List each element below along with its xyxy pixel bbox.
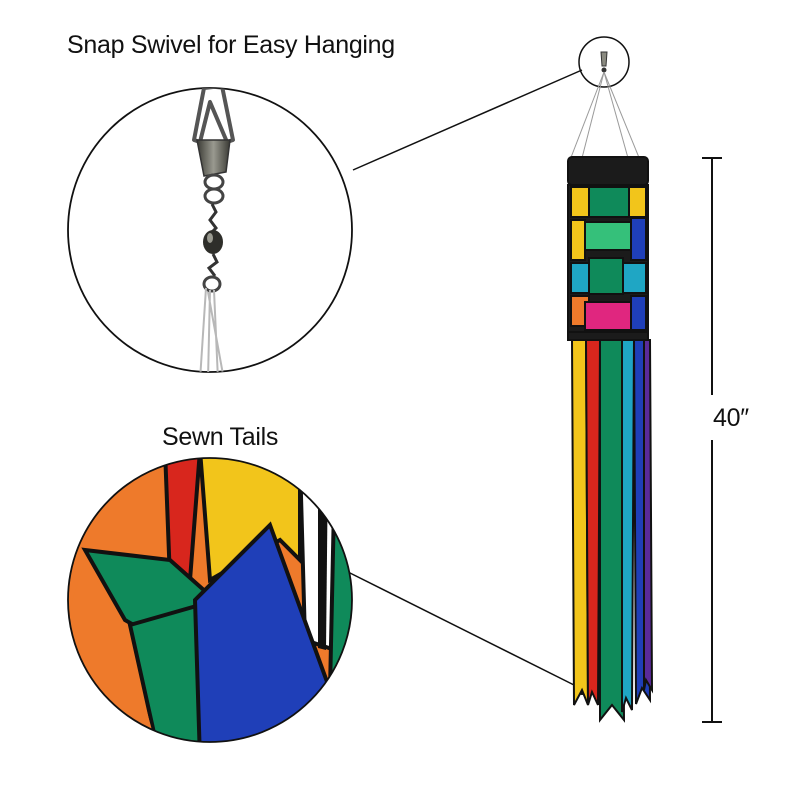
length-label: 40″ xyxy=(713,404,749,432)
windsock-icon xyxy=(567,156,654,723)
sewn-tails-callout-circle xyxy=(67,457,353,743)
callout-line-top xyxy=(352,69,583,171)
callout-line-bottom xyxy=(347,571,581,689)
snap-swivel-label: Snap Swivel for Easy Hanging xyxy=(67,31,395,59)
sewn-tails-icon xyxy=(68,458,352,742)
hanging-strings xyxy=(569,71,641,161)
sewn-tails-label: Sewn Tails xyxy=(162,423,279,451)
hook-icon xyxy=(600,51,608,73)
dimension-marker xyxy=(702,157,722,723)
hook-callout-circle xyxy=(578,36,630,88)
snap-swivel-icon xyxy=(192,88,235,372)
